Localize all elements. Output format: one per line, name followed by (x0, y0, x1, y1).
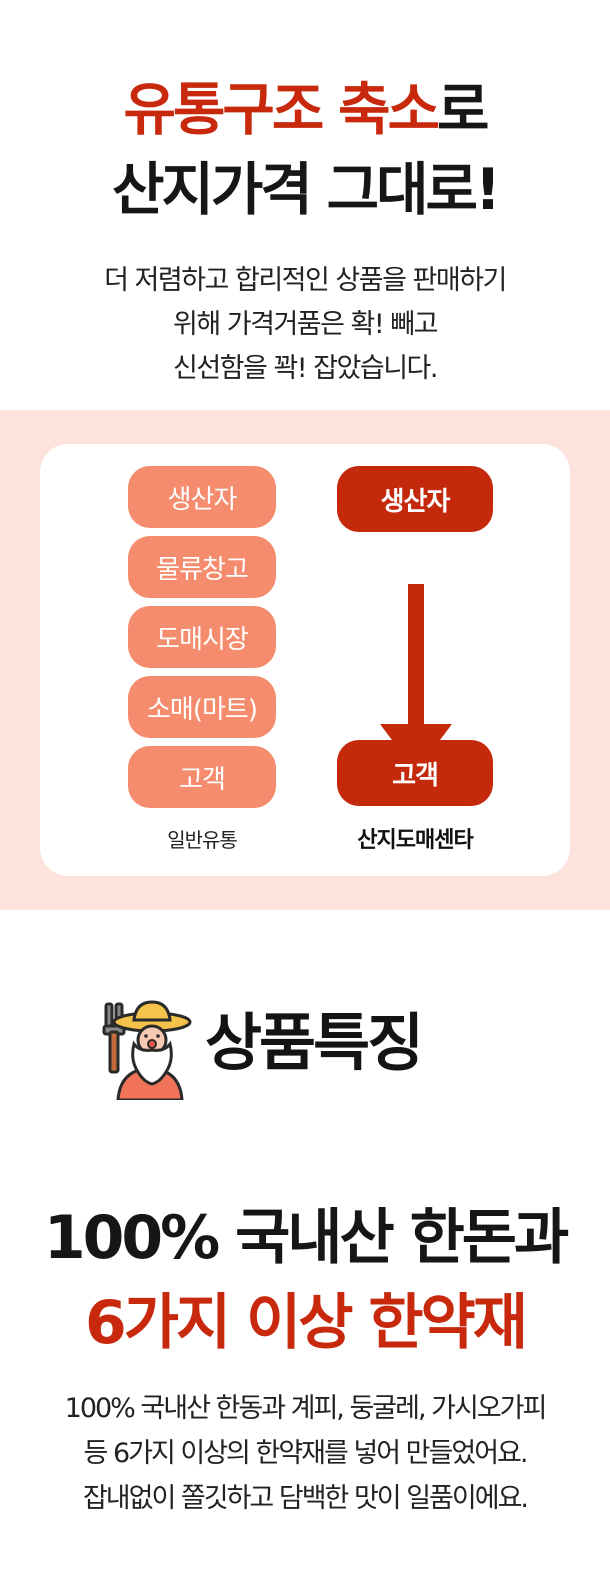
hero-intro-line: 위해 가격거품은 확! 빼고 (173, 309, 438, 340)
hero-headline-suffix: 로 (437, 77, 489, 143)
general-step-warehouse: 물류창고 (128, 536, 276, 598)
direct-distribution-label: 산지도매센타 (357, 828, 473, 853)
product-features-title: 상품특징 (205, 1006, 424, 1079)
hero-intro: 더 저렴하고 합리적인 상품을 판매하기 위해 가격거품은 확! 빼고 신선함을… (0, 259, 610, 391)
general-distribution-label: 일반유통 (167, 828, 238, 852)
features-description-line: 100% 국내산 한동과 계피, 둥굴레, 가시오가피 (64, 1393, 548, 1424)
features-description: 100% 국내산 한동과 계피, 둥굴레, 가시오가피 등 6가지 이상의 한약… (0, 1386, 610, 1521)
general-step-producer: 생산자 (128, 466, 276, 528)
general-step-wholesale-market: 도매시장 (128, 606, 276, 668)
hero-headline-accent: 유통구조 축소 (123, 77, 440, 143)
distribution-comparison-section: 생산자 물류창고 도매시장 소매(마트) 고객 일반유통 생산자 고객 산지도매… (0, 410, 610, 910)
hero-intro-line: 더 저렴하고 합리적인 상품을 판매하기 (104, 265, 507, 296)
features-headline-line2: 6가지 이상 한약재 (85, 1288, 528, 1358)
farmer-mascot-icon (102, 1000, 192, 1100)
hero-headline-line2: 산지가격 그대로! (112, 157, 501, 223)
general-step-customer: 고객 (128, 746, 276, 808)
features-headline-line1: 100% 국내산 한돈과 (43, 1203, 569, 1273)
distribution-comparison-card: 생산자 물류창고 도매시장 소매(마트) 고객 일반유통 생산자 고객 산지도매… (40, 444, 570, 876)
center-step-customer: 고객 (337, 740, 493, 806)
hero-headline-line1: 유통구조 축소로 (0, 82, 610, 139)
features-description-line: 잡내없이 쫄깃하고 담백한 맛이 일품이에요. (82, 1483, 529, 1514)
center-step-producer: 생산자 (337, 466, 493, 532)
hero-intro-line: 신선함을 꽉! 잡았습니다. (173, 353, 438, 384)
features-description-line: 등 6가지 이상의 한약재를 넣어 만들었어요. (83, 1438, 529, 1469)
general-step-retail: 소매(마트) (128, 676, 276, 738)
